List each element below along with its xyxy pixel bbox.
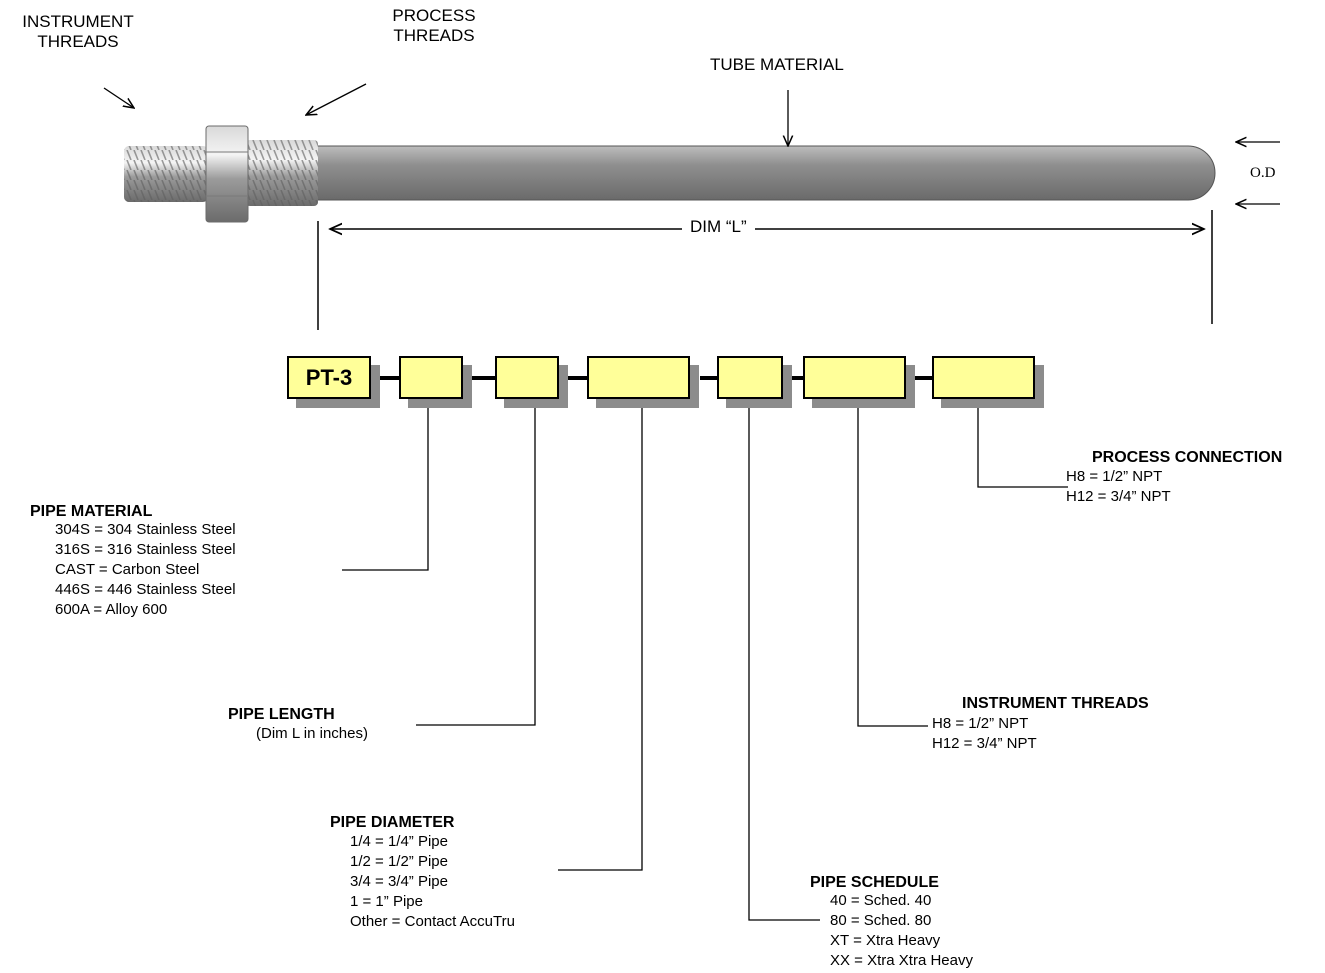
pipe-diameter-option: 1 = 1” Pipe [350,893,423,910]
pipe-diameter-title: PIPE DIAMETER [330,814,455,831]
pipe-diameter-options: 1/4 = 1/4” Pipe 1/2 = 1/2” Pipe 3/4 = 3/… [350,832,515,932]
od-label: O.D [1250,165,1276,181]
process-connection-title: PROCESS CONNECTION [1092,449,1283,466]
process-threads-line-1: PROCESS [392,6,476,25]
instrument-threads-option: H12 = 3/4” NPT [932,735,1037,752]
pipe-schedule-option: 80 = Sched. 80 [830,912,932,929]
pipe-length-title: PIPE LENGTH [228,706,335,723]
dim-l-dimension [317,210,1213,330]
pipe-schedule-options: 40 = Sched. 40 80 = Sched. 80 XT = Xtra … [830,891,973,971]
process-threads-label: PROCESS THREADS [374,6,494,46]
pipe-length-option: (Dim L in inches) [256,725,368,742]
process-connection-option: H12 = 3/4” NPT [1066,488,1171,505]
code-field-pipe-diameter [587,356,690,399]
instrument-threads-option: H8 = 1/2” NPT [932,715,1029,732]
callout-lines [342,376,1068,921]
pipe-material-option: 600A = Alloy 600 [55,601,168,618]
code-field-process-connection [932,356,1035,399]
code-field-pipe-material [399,356,463,399]
pipe-schedule-option: XT = Xtra Heavy [830,932,941,949]
pipe-diameter-option: 1/4 = 1/4” Pipe [350,833,448,850]
pipe-material-option: 446S = 446 Stainless Steel [55,581,236,598]
instrument-threads-label: INSTRUMENT THREADS [8,12,148,52]
pipe-diameter-option: 1/2 = 1/2” Pipe [350,853,448,870]
instrument-threads-options: H8 = 1/2” NPT H12 = 3/4” NPT [932,714,1037,754]
instrument-threads-line-2: THREADS [37,32,119,51]
tube-material-label: TUBE MATERIAL [710,55,844,74]
pipe-schedule-title: PIPE SCHEDULE [810,874,939,891]
dim-l-label: DIM “L” [682,217,755,237]
instrument-threads-line-1: INSTRUMENT [22,12,134,31]
process-connection-option: H8 = 1/2” NPT [1066,468,1163,485]
pipe-diameter-option: Other = Contact AccuTru [350,913,515,930]
code-field-pipe-length [495,356,559,399]
pipe-schedule-option: 40 = Sched. 40 [830,892,932,909]
pipe-material-title: PIPE MATERIAL [30,503,153,520]
code-field-pipe-schedule [717,356,783,399]
top-arrows [103,83,1280,204]
pipe-length-options: (Dim L in inches) [256,724,368,744]
code-field-instrument-threads [803,356,906,399]
tube [299,145,1216,201]
pipe-schedule-option: XX = Xtra Xtra Heavy [830,952,973,969]
pipe-material-option: CAST = Carbon Steel [55,561,200,578]
process-threads-line-2: THREADS [393,26,475,45]
pipe-material-option: 304S = 304 Stainless Steel [55,521,236,538]
pipe-material-option: 316S = 316 Stainless Steel [55,541,236,558]
pipe-material-options: 304S = 304 Stainless Steel 316S = 316 St… [55,520,236,620]
fitting [124,125,318,223]
pipe-diameter-option: 3/4 = 3/4” Pipe [350,873,448,890]
process-connection-options: H8 = 1/2” NPT H12 = 3/4” NPT [1066,467,1171,507]
part-code-prefix: PT-3 [287,356,371,399]
instrument-threads-title: INSTRUMENT THREADS [962,695,1149,712]
